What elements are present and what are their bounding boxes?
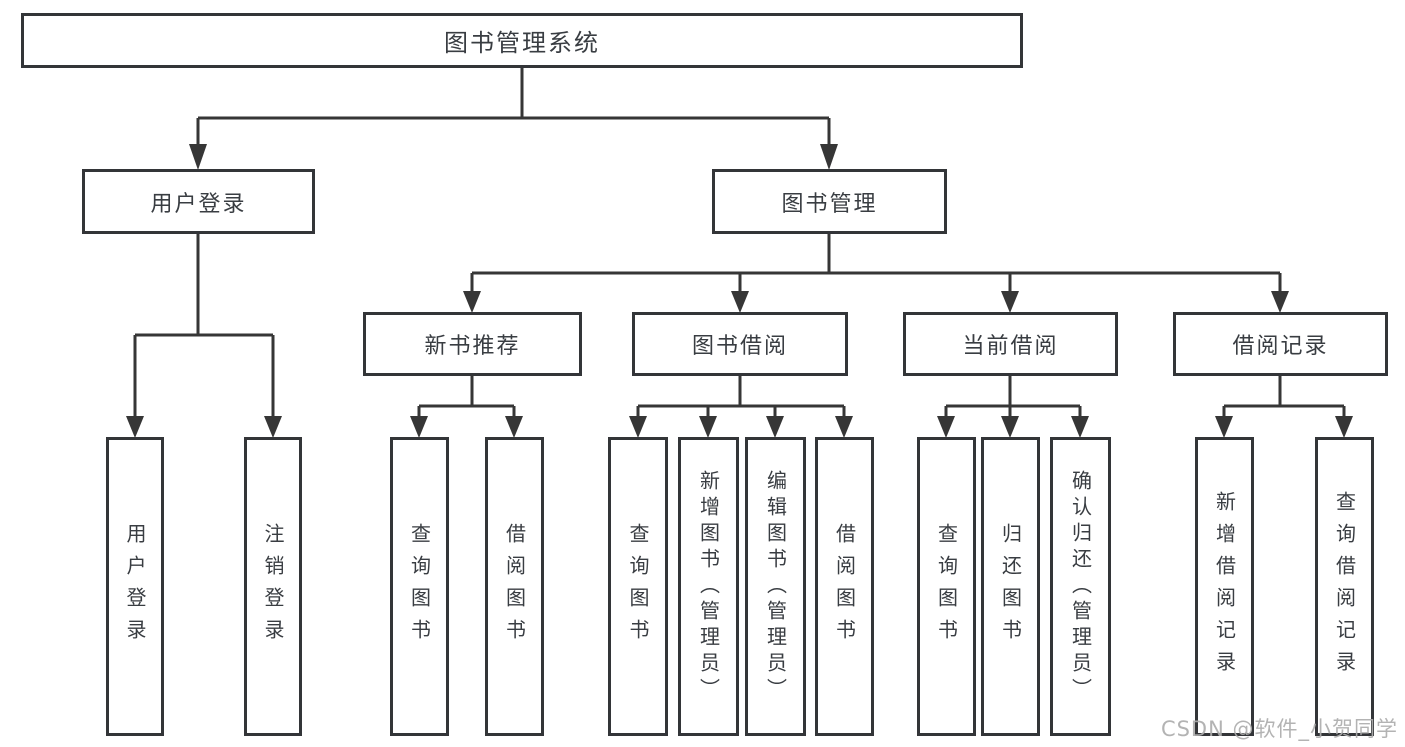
node-confirm-return-admin-label: 确认归还（管理员） (1068, 469, 1093, 704)
arrowhead (1001, 291, 1019, 313)
arrowhead (1001, 416, 1019, 438)
node-add-books-admin-label: 新增图书（管理员） (696, 469, 721, 704)
connector-book-mgmt-branch (470, 234, 1282, 293)
arrowhead (766, 416, 784, 438)
arrowhead (189, 144, 207, 170)
node-root: 图书管理系统 (21, 13, 1023, 68)
node-query-books-borrow-label: 查询图书 (626, 522, 650, 651)
node-new-book-recommend: 新书推荐 (363, 312, 582, 376)
arrowhead (126, 416, 144, 438)
node-query-books-current: 查询图书 (917, 437, 976, 736)
node-borrow-books-label: 借阅图书 (832, 522, 857, 651)
csdn-watermark: CSDN @软件_小贺同学 (1160, 717, 1398, 741)
arrowhead (1071, 416, 1089, 438)
node-user-login-label: 用户登录 (150, 191, 247, 217)
node-query-borrow-record: 查询借阅记录 (1315, 437, 1374, 736)
node-return-books-label: 归还图书 (998, 522, 1023, 651)
node-borrow-books-recommend: 借阅图书 (485, 437, 544, 736)
node-root-label: 图书管理系统 (444, 29, 600, 57)
node-new-book-recommend-label: 新书推荐 (424, 334, 521, 359)
node-add-books-admin: 新增图书（管理员） (678, 437, 739, 736)
node-query-books-current-label: 查询图书 (934, 522, 959, 651)
connector-new-book-branch (417, 376, 516, 418)
node-borrow-records: 借阅记录 (1173, 312, 1388, 376)
connector-book-borrow-branch (636, 376, 846, 418)
node-current-borrow-label: 当前借阅 (962, 334, 1059, 359)
connector-root-to-level2 (196, 68, 831, 150)
arrowhead (1215, 416, 1233, 438)
node-add-borrow-record: 新增借阅记录 (1195, 437, 1254, 736)
connector-borrow-record-branch (1222, 376, 1346, 418)
node-user-login: 用户登录 (82, 169, 315, 234)
node-edit-books-admin: 编辑图书（管理员） (745, 437, 806, 736)
arrowhead (731, 291, 749, 313)
arrowhead (264, 416, 282, 438)
node-query-books-recommend-label: 查询图书 (407, 522, 432, 651)
arrowhead (937, 416, 955, 438)
arrowhead (410, 416, 428, 438)
node-query-borrow-record-label: 查询借阅记录 (1332, 490, 1357, 683)
node-confirm-return-admin: 确认归还（管理员） (1050, 437, 1111, 736)
node-add-borrow-record-label: 新增借阅记录 (1212, 490, 1237, 683)
arrowhead (699, 416, 717, 438)
arrowhead (1335, 416, 1353, 438)
node-current-borrow: 当前借阅 (903, 312, 1118, 376)
connector-user-login-branch (133, 233, 275, 418)
node-logout: 注销登录 (244, 437, 302, 736)
node-user-login-leaf-label: 用户登录 (123, 522, 147, 651)
arrowhead (835, 416, 853, 438)
node-query-books-recommend: 查询图书 (390, 437, 449, 736)
arrowhead (505, 416, 523, 438)
node-book-management-label: 图书管理 (781, 191, 878, 217)
node-borrow-books: 借阅图书 (815, 437, 874, 736)
node-borrow-books-recommend-label: 借阅图书 (502, 522, 527, 651)
arrowhead (1271, 291, 1289, 313)
arrowhead (463, 291, 481, 313)
arrowhead (820, 144, 838, 170)
node-query-books-borrow: 查询图书 (608, 437, 668, 736)
arrowhead (629, 416, 647, 438)
node-borrow-records-label: 借阅记录 (1232, 334, 1329, 359)
node-logout-label: 注销登录 (261, 522, 285, 651)
node-book-borrow: 图书借阅 (632, 312, 848, 376)
connector-current-borrow-branch (944, 376, 1082, 418)
node-book-management: 图书管理 (712, 169, 947, 234)
node-edit-books-admin-label: 编辑图书（管理员） (763, 469, 788, 704)
node-book-borrow-label: 图书借阅 (691, 334, 788, 359)
node-user-login-leaf: 用户登录 (106, 437, 164, 736)
node-return-books: 归还图书 (981, 437, 1040, 736)
